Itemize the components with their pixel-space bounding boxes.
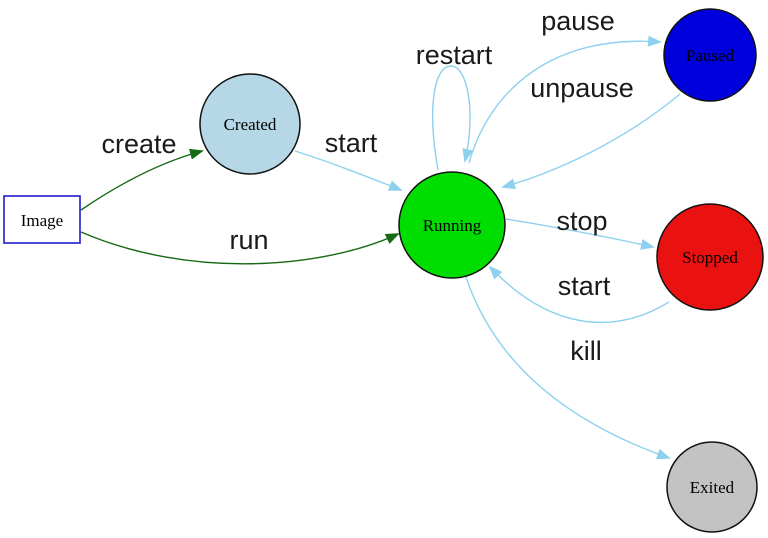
edge-run-arrow [80, 231, 400, 265]
node-stopped-label: Stopped [682, 248, 738, 267]
edge-start-stopped-label: start [558, 271, 611, 301]
edge-pause-label: pause [541, 6, 615, 36]
edge-start-created-label: start [325, 128, 378, 158]
node-created [199, 73, 301, 175]
edge-start-stopped-arrow [488, 265, 670, 324]
node-image-label: Image [21, 211, 63, 230]
edge-unpause-arrow [501, 93, 681, 190]
node-exited [666, 441, 758, 533]
edge-unpause-label: unpause [530, 73, 634, 103]
node-stopped [656, 203, 764, 311]
edge-kill-label: kill [570, 336, 602, 366]
node-running-label: Running [423, 216, 482, 235]
edge-start-created-arrow [294, 150, 403, 191]
node-created-label: Created [224, 115, 277, 134]
edge-run-label: run [229, 225, 268, 255]
node-exited-label: Exited [690, 478, 735, 497]
edge-restart-self-loop-arrow [432, 65, 474, 171]
node-image [3, 195, 81, 244]
node-paused [663, 8, 757, 102]
node-paused-label: Paused [686, 46, 735, 65]
edge-create-arrow [80, 148, 204, 211]
edge-kill-arrow [465, 276, 671, 460]
edge-stop-label: stop [556, 206, 607, 236]
edge-stop-arrow [505, 218, 655, 250]
edge-create-label: create [101, 129, 176, 159]
edge-restart-label: restart [416, 40, 493, 70]
node-running [398, 171, 506, 279]
edge-pause-arrow [468, 35, 662, 164]
